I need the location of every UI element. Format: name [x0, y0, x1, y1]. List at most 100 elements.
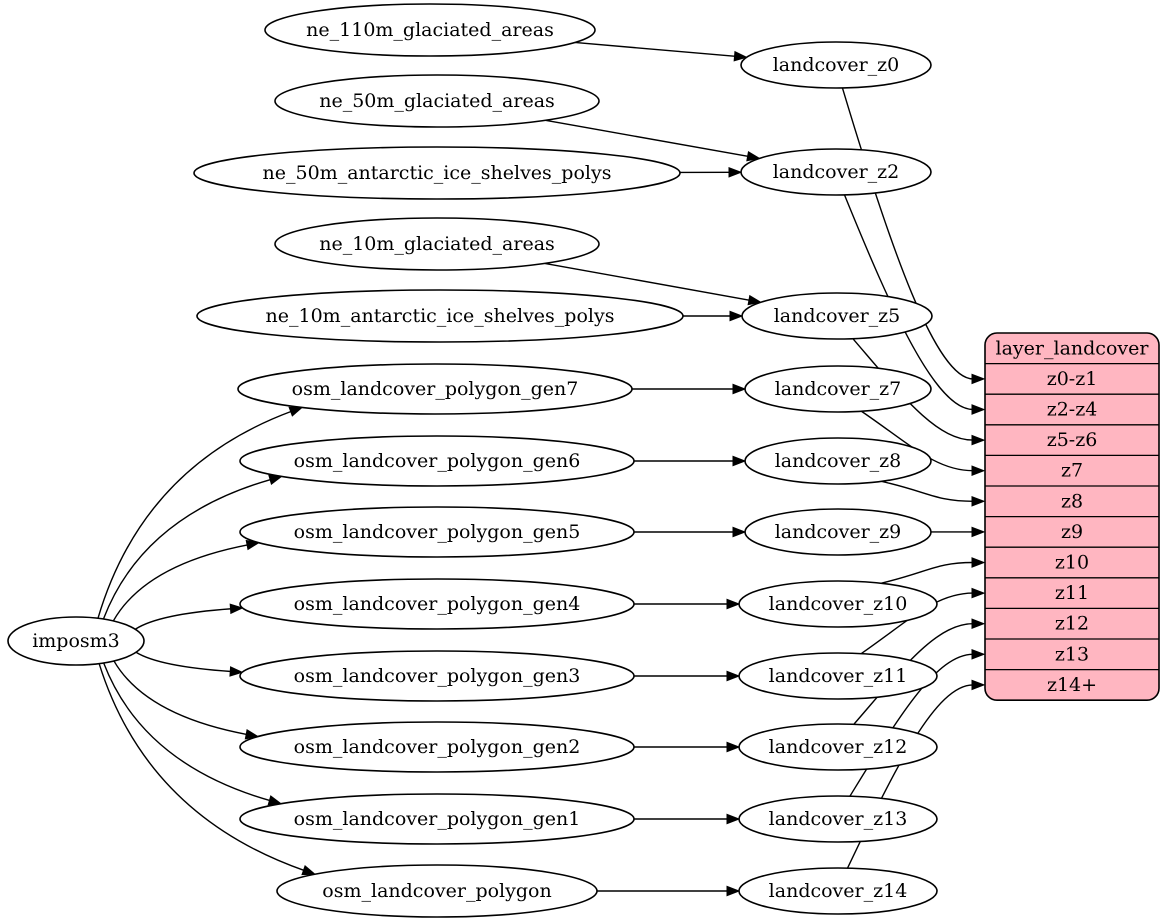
node-landcover_z10: landcover_z10	[738, 580, 938, 628]
node-ellipse	[744, 508, 932, 556]
arrowhead-icon	[971, 679, 986, 691]
node-ellipse	[7, 616, 145, 666]
node-landcover_z2: landcover_z2	[740, 148, 932, 196]
edge-osm_landcover_polygon_gen7-to-landcover_z7	[632, 383, 747, 395]
node-label: osm_landcover_polygon_gen3	[294, 665, 581, 687]
edge-ne_10m_antarctic_ice_shelves_polys-to-landcover_z5	[683, 310, 744, 322]
edge-ne_50m_antarctic_ice_shelves_polys-to-landcover_z2	[679, 166, 743, 178]
edge-imposm3-to-osm_landcover_polygon_gen7	[97, 406, 304, 619]
edge-imposm3-to-osm_landcover_polygon	[98, 663, 317, 876]
edge-spline	[97, 410, 292, 619]
edge-landcover_z9-to-z9	[930, 526, 986, 538]
node-osm_landcover_polygon_gen7: osm_landcover_polygon_gen7	[237, 363, 633, 415]
node-ellipse	[738, 867, 938, 915]
edge-spline	[135, 651, 232, 673]
arrowhead-icon	[971, 495, 986, 507]
edge-osm_landcover_polygon_gen6-to-landcover_z8	[634, 455, 747, 467]
node-label: landcover_z5	[774, 305, 901, 327]
arrowhead-icon	[971, 404, 986, 415]
node-ellipse	[274, 217, 600, 271]
node-ellipse	[239, 650, 635, 702]
node-ellipse	[738, 795, 938, 843]
arrowhead-icon	[971, 434, 986, 446]
table-row-label: z10	[1055, 552, 1089, 574]
node-osm_landcover_polygon_gen6: osm_landcover_polygon_gen6	[239, 435, 635, 487]
edge-osm_landcover_polygon-to-landcover_z14	[597, 885, 741, 897]
node-osm_landcover_polygon_gen2: osm_landcover_polygon_gen2	[239, 721, 635, 773]
arrowhead-icon	[726, 741, 741, 753]
edge-landcover_z0-to-z0-z1	[841, 87, 986, 385]
arrowhead-icon	[971, 618, 986, 630]
node-ellipse	[740, 41, 932, 89]
node-osm_landcover_polygon_gen1: osm_landcover_polygon_gen1	[239, 793, 635, 845]
node-label: osm_landcover_polygon_gen2	[294, 736, 581, 758]
arrowhead-icon	[747, 294, 763, 306]
node-label: ne_110m_glaciated_areas	[306, 19, 554, 41]
table-row-label: z13	[1055, 643, 1089, 665]
node-ellipse	[741, 292, 933, 340]
node-label: osm_landcover_polygon	[322, 880, 551, 902]
node-ne_110m_glaciated_areas: ne_110m_glaciated_areas	[264, 3, 596, 57]
node-ne_50m_glaciated_areas: ne_50m_glaciated_areas	[274, 74, 600, 128]
node-label: landcover_z11	[769, 665, 908, 687]
edge-osm_landcover_polygon_gen4-to-landcover_z10	[634, 598, 741, 610]
table-row-label: z5-z6	[1047, 429, 1098, 451]
edge-spline	[102, 478, 272, 620]
node-ellipse	[738, 723, 938, 771]
edge-landcover_z2-to-z2-z4	[843, 194, 986, 415]
node-imposm3: imposm3	[7, 616, 145, 666]
node-ellipse	[193, 146, 681, 200]
arrowhead-icon	[971, 373, 986, 385]
node-ne_10m_glaciated_areas: ne_10m_glaciated_areas	[274, 217, 600, 271]
arrowhead-icon	[229, 603, 244, 615]
node-ellipse	[264, 3, 596, 57]
edge-layer	[97, 41, 986, 897]
arrowhead-icon	[726, 598, 741, 610]
arrowhead-icon	[726, 670, 741, 682]
node-landcover_z14: landcover_z14	[738, 867, 938, 915]
node-label: landcover_z10	[769, 593, 908, 615]
arrowhead-icon	[726, 885, 741, 897]
node-label: osm_landcover_polygon_gen6	[294, 450, 581, 472]
arrowhead-icon	[229, 666, 244, 677]
node-label: landcover_z13	[769, 808, 908, 830]
arrowhead-icon	[971, 587, 986, 599]
node-landcover_z5: landcover_z5	[741, 292, 933, 340]
table-row-label: z9	[1061, 521, 1083, 543]
node-label: ne_50m_glaciated_areas	[319, 90, 555, 112]
arrowhead-icon	[971, 526, 986, 538]
edge-osm_landcover_polygon_gen5-to-landcover_z9	[634, 526, 747, 538]
edge-line	[544, 262, 751, 302]
node-label: landcover_z9	[775, 521, 902, 543]
edge-ne_10m_glaciated_areas-to-landcover_z5	[544, 262, 763, 306]
edge-osm_landcover_polygon_gen3-to-landcover_z11	[634, 670, 741, 682]
arrowhead-icon	[971, 465, 986, 477]
node-landcover_z9: landcover_z9	[744, 508, 932, 556]
edge-spline	[113, 660, 248, 736]
node-osm_landcover_polygon_gen4: osm_landcover_polygon_gen4	[239, 578, 635, 630]
node-ellipse	[740, 148, 932, 196]
edge-landcover_z5-to-z5-z6	[852, 338, 986, 446]
node-landcover_z12: landcover_z12	[738, 723, 938, 771]
node-label: osm_landcover_polygon_gen5	[294, 521, 581, 543]
node-label: landcover_z0	[773, 54, 900, 76]
node-ellipse	[738, 652, 938, 700]
edge-landcover_z10-to-z10	[880, 557, 986, 584]
edge-landcover_z8-to-z8	[881, 480, 986, 507]
edge-spline	[843, 194, 974, 411]
table-row-label: z12	[1055, 613, 1089, 635]
node-ne_10m_antarctic_ice_shelves_polys: ne_10m_antarctic_ice_shelves_polys	[196, 289, 684, 343]
arrowhead-icon	[288, 406, 304, 417]
edge-osm_landcover_polygon_gen2-to-landcover_z12	[634, 741, 741, 753]
table-row-label: z8	[1061, 490, 1083, 512]
node-landcover_z13: landcover_z13	[738, 795, 938, 843]
node-landcover_z0: landcover_z0	[740, 41, 932, 89]
node-label: ne_50m_antarctic_ice_shelves_polys	[263, 162, 612, 184]
arrowhead-icon	[301, 865, 317, 876]
table-layer_landcover: layer_landcoverz0-z1z2-z4z5-z6z7z8z9z10z…	[984, 332, 1160, 702]
node-ne_50m_antarctic_ice_shelves_polys: ne_50m_antarctic_ice_shelves_polys	[193, 146, 681, 200]
node-ellipse	[239, 793, 635, 845]
edge-spline	[881, 480, 974, 502]
node-ellipse	[239, 506, 635, 558]
